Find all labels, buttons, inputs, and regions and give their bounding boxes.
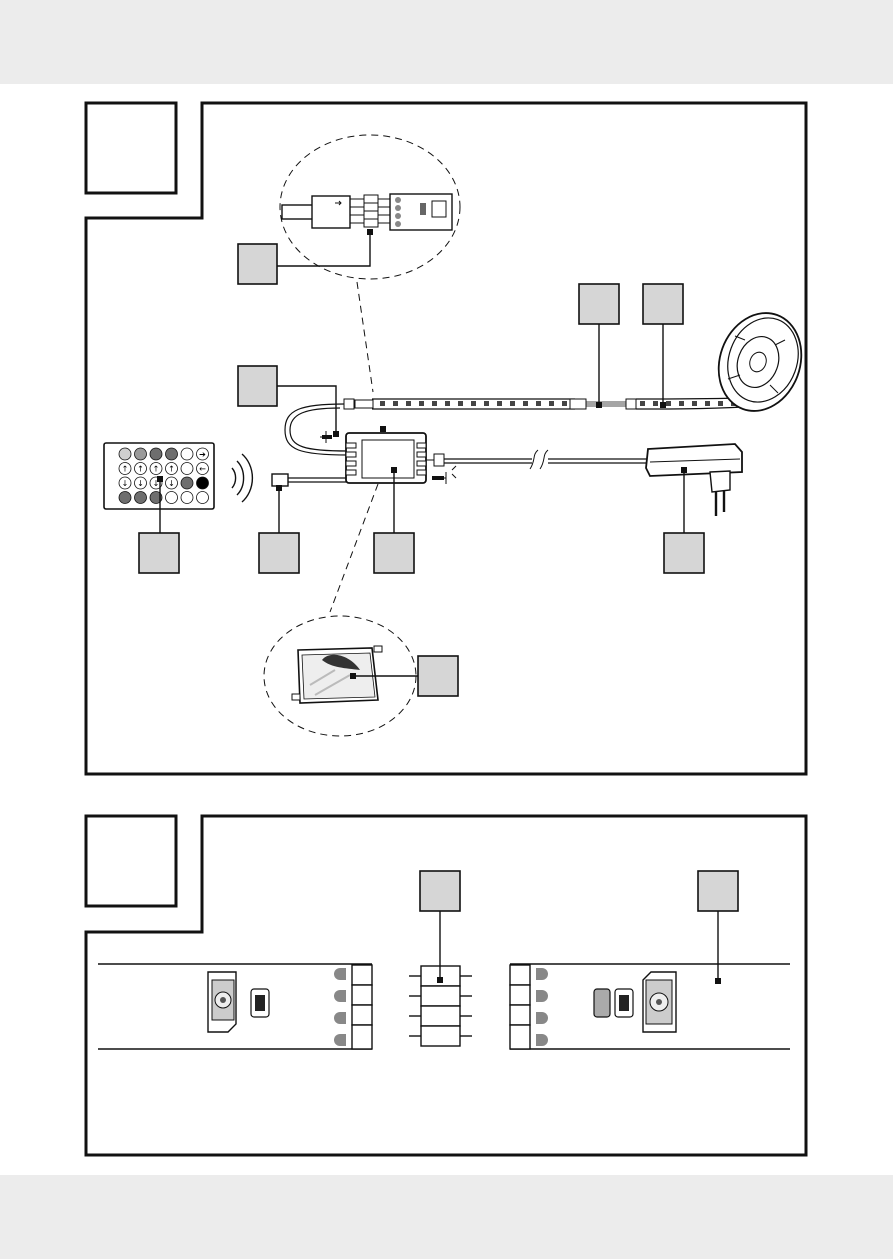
remote-button-glyph: ↑: [153, 465, 160, 474]
led-dot: [497, 401, 502, 406]
led-dot: [484, 401, 489, 406]
remote-button-glyph: ↓: [137, 479, 144, 488]
led-strip: [343, 397, 746, 410]
ir-signal-icon: [231, 453, 254, 503]
remote-button: [165, 447, 178, 461]
led-dot: [380, 401, 385, 406]
adhesive-pad: [291, 645, 383, 704]
remote-button: [196, 491, 209, 504]
led-dot: [562, 401, 567, 406]
figure-1: ➔ ↑ ↑ ↑ ↑ ← ↓ ↓ ↓ ↓: [84, 101, 808, 776]
controller-box: [345, 426, 445, 484]
led-strip-reel: [717, 312, 803, 412]
remote-button: [118, 476, 132, 490]
connector-callout-box: [237, 243, 278, 285]
adhesive-pad-callout-box: [417, 655, 459, 697]
figure-2-number-box: [84, 814, 178, 908]
led-dot: [471, 401, 476, 406]
remote-button-glyph: ↑: [168, 465, 175, 474]
remote-button-glyph: ↑: [122, 465, 129, 474]
ir-receiver: [271, 473, 346, 491]
figure-2-frame: [84, 814, 808, 1157]
loop-wire: [284, 403, 349, 456]
adapter-callout-box: [663, 532, 705, 574]
remote-button: [180, 491, 194, 504]
led-dot: [705, 401, 710, 406]
remote-button-glyph: ←: [199, 465, 206, 474]
remote-button: [134, 476, 147, 490]
connector-pins-callout-box: [419, 870, 461, 912]
controller-callout-box: [373, 532, 415, 574]
remote-button: [196, 447, 209, 461]
remote-control: ➔ ↑ ↑ ↑ ↑ ← ↓ ↓ ↓ ↓: [103, 442, 215, 510]
led-dot: [549, 401, 554, 406]
strip-callout-box: [697, 870, 739, 912]
led-dot: [458, 401, 463, 406]
led-dot: [666, 401, 671, 406]
remote-button: [134, 491, 147, 504]
remote-button: [118, 462, 132, 475]
connector-detail: [281, 193, 453, 231]
screw-icon: [320, 431, 332, 443]
led-dot: [445, 401, 450, 406]
led-dot: [536, 401, 541, 406]
remote-button: [180, 476, 194, 490]
led-dot: [406, 401, 411, 406]
remote-callout-box: [138, 532, 180, 574]
led-dot: [718, 401, 723, 406]
led-dot: [653, 401, 658, 406]
remote-button: [149, 462, 163, 475]
led-dot: [692, 401, 697, 406]
remote-button: [165, 491, 178, 504]
figure-1-number-box: [84, 101, 178, 195]
led-dot: [419, 401, 424, 406]
connector-detail-leader: [356, 281, 374, 393]
ir-receiver-callout-box: [258, 532, 300, 574]
remote-button: [196, 462, 209, 475]
bottom-margin-band: [0, 1175, 893, 1259]
connector-detail-circle: [279, 134, 461, 280]
strip-segment-left: [207, 964, 373, 1050]
remote-button: [134, 462, 147, 475]
remote-button: [134, 447, 147, 461]
led-dot: [640, 401, 645, 406]
led-dot: [510, 401, 515, 406]
led-dot: [393, 401, 398, 406]
strip-segment-right: [509, 964, 721, 1050]
remote-button-glyph: ➔: [199, 450, 206, 459]
remote-button: [196, 476, 209, 490]
remote-button-glyph: ↑: [137, 465, 144, 474]
strip-connector-callout-a-box: [578, 283, 620, 325]
led-dot: [679, 401, 684, 406]
remote-button-glyph: ↓: [168, 479, 175, 488]
remote-button: [165, 476, 178, 490]
figure-2: [84, 814, 808, 1157]
led-dot: [523, 401, 528, 406]
remote-button: [149, 447, 163, 461]
remote-button: [149, 491, 163, 504]
adhesive-detail-leader: [329, 483, 379, 613]
remote-button-glyph: ↓: [122, 479, 129, 488]
screw-icon-2: [432, 465, 457, 484]
remote-button: [180, 447, 194, 461]
remote-button: [165, 462, 178, 475]
clip-callout-box: [237, 365, 278, 407]
remote-button: [118, 447, 132, 461]
remote-button: [180, 462, 194, 475]
remote-button: [118, 491, 132, 504]
strip-connector-callout-b-box: [642, 283, 684, 325]
remote-button-glyph: ↓: [153, 479, 160, 488]
power-adapter: [645, 443, 743, 516]
top-margin-band: [0, 0, 893, 84]
led-dot: [432, 401, 437, 406]
